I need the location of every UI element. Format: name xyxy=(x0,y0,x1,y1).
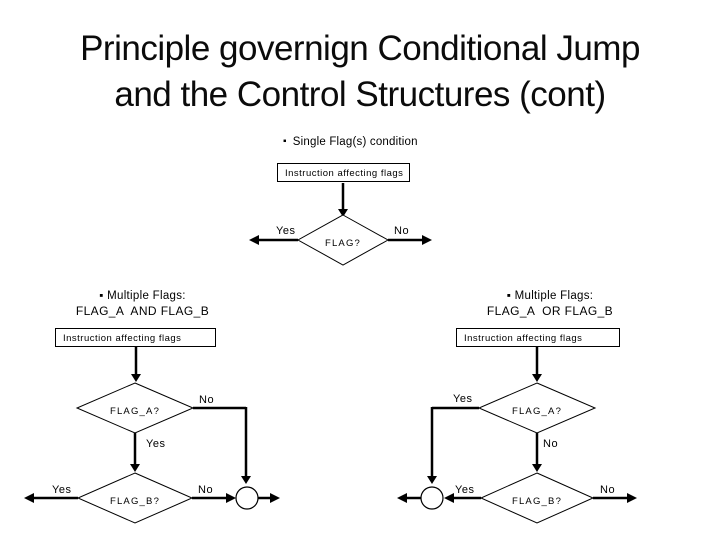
arrow-right-icon xyxy=(422,235,432,245)
no-label: No xyxy=(199,394,215,406)
and-flags-heading-block: ▪ Multiple Flags: FLAG_A AND FLAG_B xyxy=(35,289,250,319)
arrow-left-icon xyxy=(444,493,454,503)
yes-label: Yes xyxy=(146,438,166,450)
single-flag-bullet: ▪ Single Flag(s) condition xyxy=(283,135,418,149)
or-flags-heading-block: ▪ Multiple Flags: FLAG_A OR FLAG_B xyxy=(445,289,655,319)
arrow-down-icon xyxy=(130,464,140,472)
instruction-box-single: Instruction affecting flags xyxy=(277,163,410,182)
slide-title: Principle governign Conditional Jump and… xyxy=(0,26,720,118)
connector-circle xyxy=(420,486,444,510)
arrow-right-icon xyxy=(226,493,236,503)
and-flags-subheading: FLAG_A AND FLAG_B xyxy=(75,304,210,318)
instruction-box-and: Instruction affecting flags xyxy=(55,328,216,347)
no-label: No xyxy=(543,438,559,450)
arrow-right-icon xyxy=(627,493,637,503)
arrow-down-icon xyxy=(131,374,141,382)
arrow-down-icon xyxy=(241,476,251,484)
or-flags-subheading: FLAG_A OR FLAG_B xyxy=(486,304,614,318)
and-flags-heading-text: Multiple Flags: xyxy=(107,290,186,302)
instruction-box-label: Instruction affecting flags xyxy=(285,168,404,179)
diamond-label-flag-b: FLAG_B? xyxy=(109,496,161,507)
instruction-box-label: Instruction affecting flags xyxy=(464,333,583,344)
arrow-down-icon xyxy=(532,374,542,382)
connector-circle xyxy=(235,486,259,510)
arrow-down-icon xyxy=(427,476,437,484)
or-flags-heading-text: Multiple Flags: xyxy=(514,290,594,302)
or-flags-chart xyxy=(397,347,637,524)
yes-label: Yes xyxy=(453,393,473,405)
arrow-left-icon xyxy=(24,493,34,503)
bullet-icon: ▪ xyxy=(99,290,104,302)
or-flags-heading: ▪ Multiple Flags: xyxy=(445,289,655,304)
diamond-label-flag-a: FLAG_A? xyxy=(109,406,161,417)
yes-label: Yes xyxy=(455,484,475,496)
arrow-left-icon xyxy=(397,493,407,503)
slide-title-line2: and the Control Structures (cont) xyxy=(114,75,606,114)
arrow-down-icon xyxy=(338,209,348,217)
and-flags-chart xyxy=(24,347,280,524)
no-label: No xyxy=(394,225,410,237)
yes-label: Yes xyxy=(276,225,296,237)
yes-label: Yes xyxy=(52,484,72,496)
arrow-right-icon xyxy=(270,493,280,503)
single-flag-chart xyxy=(249,183,432,266)
arrow-left-icon xyxy=(249,235,259,245)
bullet-icon: ▪ xyxy=(283,136,287,147)
slide-title-line1: Principle governign Conditional Jump xyxy=(80,29,640,68)
decision-diamond-flag-b xyxy=(479,472,595,524)
no-label: No xyxy=(198,484,214,496)
decision-diamond-flag-b xyxy=(76,472,194,524)
single-flag-heading: Single Flag(s) condition xyxy=(292,136,418,148)
decision-diamond-flag xyxy=(296,214,390,266)
instruction-box-or: Instruction affecting flags xyxy=(456,328,620,347)
bullet-icon: ▪ xyxy=(506,290,512,302)
diamond-label-flag-a: FLAG_A? xyxy=(511,406,563,417)
no-label: No xyxy=(600,484,616,496)
diamond-label-flag-b: FLAG_B? xyxy=(511,496,563,507)
and-flags-heading: ▪ Multiple Flags: xyxy=(35,289,250,304)
instruction-box-label: Instruction affecting flags xyxy=(63,333,182,344)
diamond-label-flag: FLAG? xyxy=(324,238,362,249)
arrow-down-icon xyxy=(532,464,542,472)
